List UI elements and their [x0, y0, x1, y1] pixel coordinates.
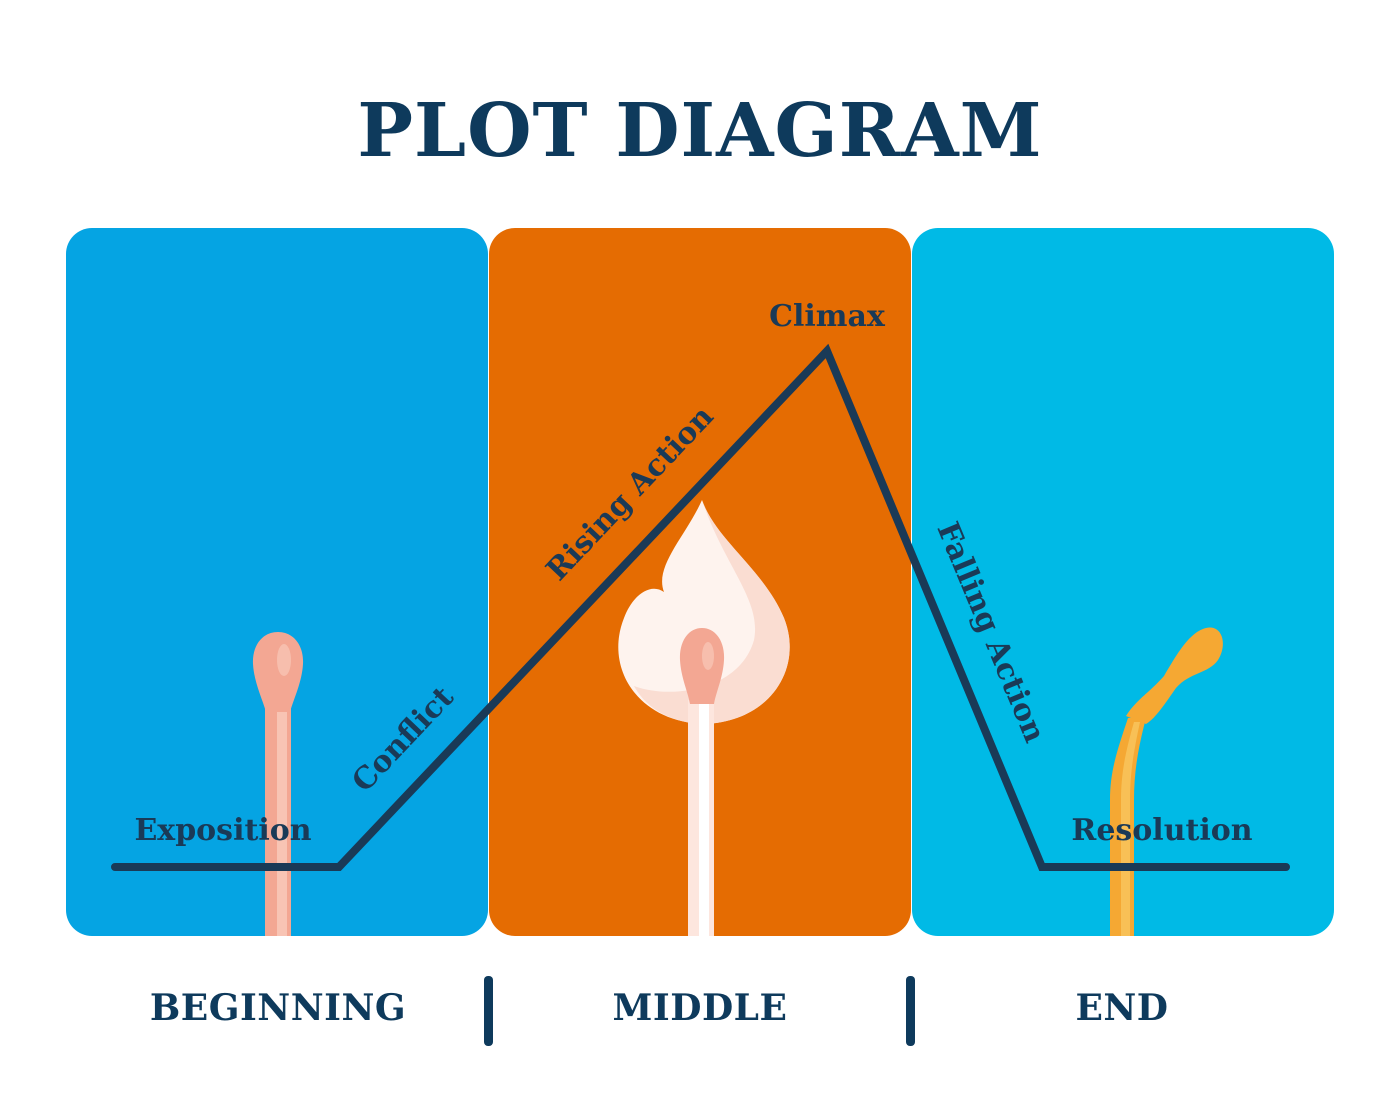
page-title: PLOT DIAGRAM	[357, 88, 1042, 174]
burning-match-icon	[618, 500, 790, 936]
beginning-section-label: BEGINNING	[150, 987, 406, 1029]
middle-section-label: MIDDLE	[613, 987, 788, 1029]
unlit-match-icon	[252, 632, 304, 936]
beginning-panel	[66, 228, 488, 936]
end-section-label: END	[1075, 987, 1168, 1029]
exposition-label: Exposition	[134, 813, 311, 848]
section-divider	[484, 976, 493, 1046]
end-panel	[912, 228, 1334, 936]
section-divider	[906, 976, 915, 1046]
climax-label: Climax	[769, 299, 886, 334]
resolution-label: Resolution	[1071, 813, 1252, 848]
plot-line	[111, 343, 1290, 871]
burnt-match-icon	[1110, 627, 1223, 936]
